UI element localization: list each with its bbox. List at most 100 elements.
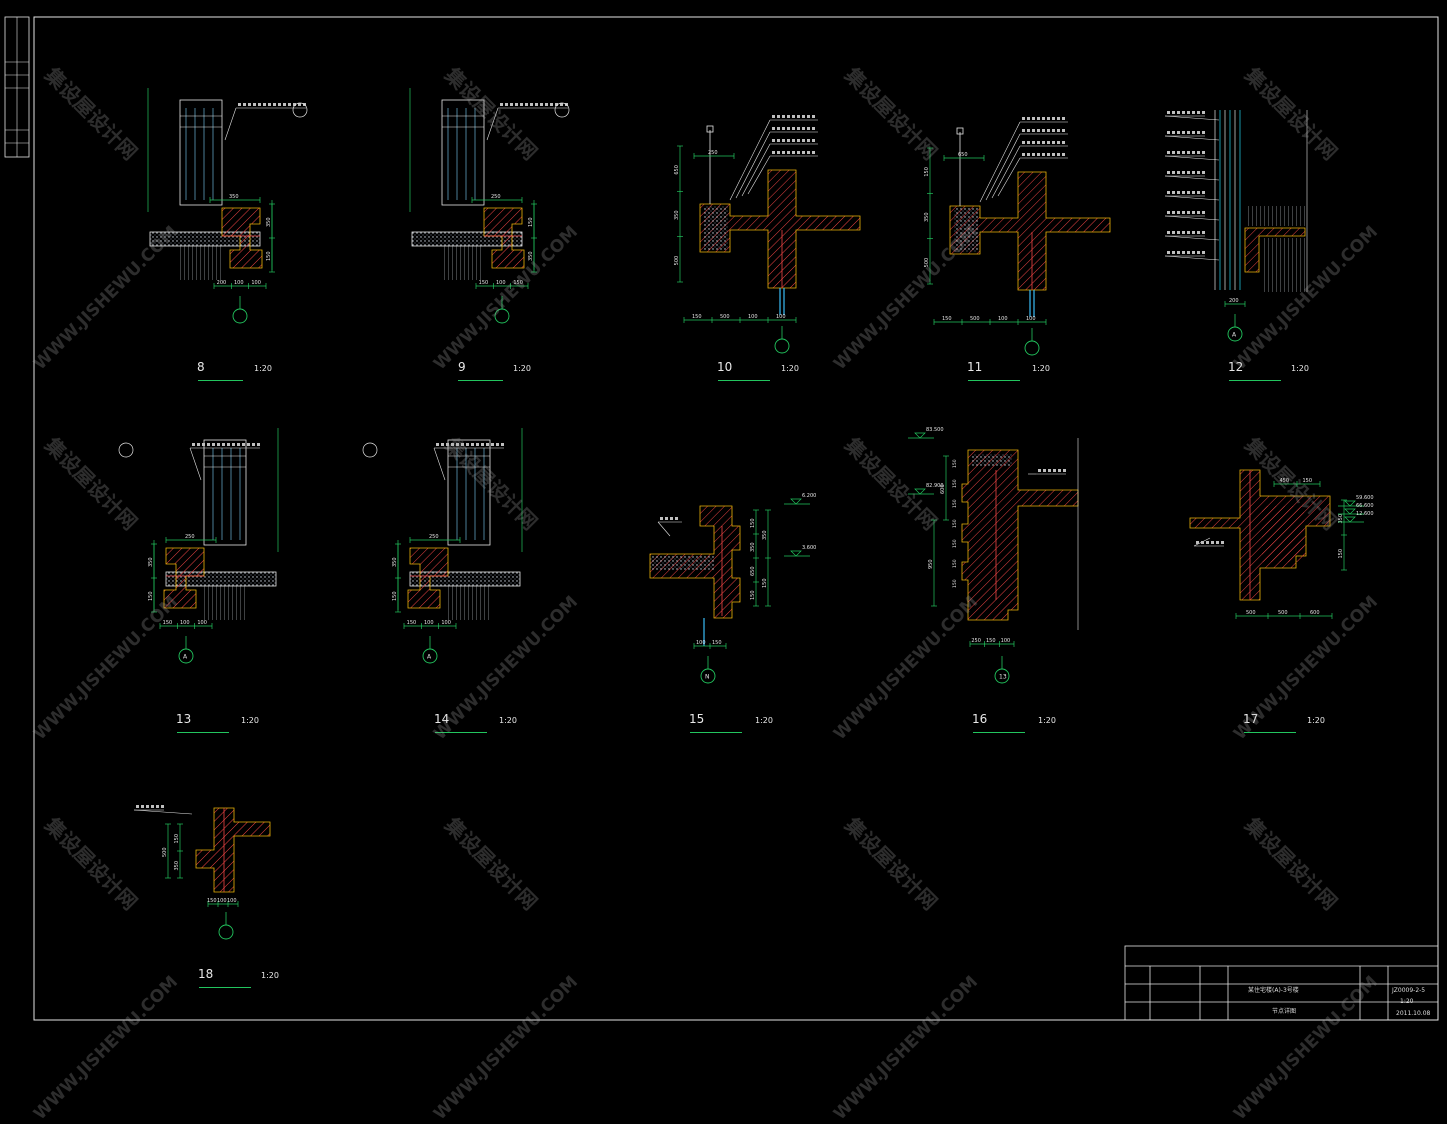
line — [1164, 235, 1220, 241]
detail-number: 11 — [967, 360, 983, 374]
callout-glyph — [505, 103, 508, 106]
callout-glyph — [1172, 251, 1175, 254]
dimension-text: 150 — [952, 579, 958, 588]
callout-glyph — [232, 443, 235, 446]
callout-glyph — [660, 517, 663, 520]
callout-glyph — [1042, 141, 1045, 144]
wall-texture — [448, 586, 490, 620]
elevation-mark — [1344, 508, 1356, 515]
line — [657, 521, 671, 537]
dimension-text: 100 — [197, 620, 207, 626]
callout-glyph — [1167, 131, 1170, 134]
callout-glyph — [1192, 191, 1195, 194]
detail-number: 16 — [972, 712, 988, 726]
callout-glyph — [1172, 171, 1175, 174]
callout-glyph — [1177, 111, 1180, 114]
elevation-text: 59.600 — [1356, 495, 1374, 501]
line — [1164, 255, 1220, 261]
callout-glyph — [792, 139, 795, 142]
sheet-border — [33, 16, 1439, 1021]
callout-glyph — [1043, 469, 1046, 472]
drawing-name: 节点详图 — [1272, 1008, 1297, 1015]
callout-glyph — [283, 103, 286, 106]
callout-glyph — [258, 103, 261, 106]
callout-glyph — [1202, 231, 1205, 234]
dimension-text: 150 — [174, 834, 180, 844]
detail-scale: 1:20 — [1291, 364, 1309, 373]
axis-label: N — [705, 674, 710, 681]
callout-glyph — [1177, 211, 1180, 214]
insulation-fill — [704, 206, 728, 250]
dimension-text: 250 — [185, 534, 195, 540]
elevation-text: 12.600 — [1356, 511, 1374, 517]
callout-glyph — [476, 443, 479, 446]
dimension-text: 650 — [674, 165, 680, 175]
callout-bubble — [292, 102, 308, 118]
line — [1164, 115, 1220, 121]
callout-glyph — [1197, 191, 1200, 194]
title-block-frame — [1124, 945, 1439, 1021]
detail-scale: 1:20 — [1032, 364, 1050, 373]
callout-glyph — [812, 151, 815, 154]
axis-bubble — [994, 668, 1010, 684]
axis-bubble — [1227, 326, 1243, 342]
insulation-fill — [650, 556, 714, 570]
detail-number: 8 — [197, 360, 205, 374]
callout-glyph — [802, 115, 805, 118]
detail-scale: 1:20 — [781, 364, 799, 373]
callout-glyph — [812, 115, 815, 118]
dimension-text: 350 — [148, 557, 154, 567]
callout-glyph — [1202, 251, 1205, 254]
railing-frame — [203, 439, 247, 546]
callout-glyph — [1192, 131, 1195, 134]
dimension-text: 350 — [392, 557, 398, 567]
axis-bubble — [494, 308, 510, 324]
callout-glyph — [1167, 171, 1170, 174]
dimension-text: 350 — [762, 530, 768, 540]
dimension-text: 150 — [266, 251, 272, 261]
detail-underline — [177, 732, 229, 733]
detail-number: 9 — [458, 360, 466, 374]
callout-glyph — [1057, 129, 1060, 132]
callout-glyph — [501, 443, 504, 446]
callout-glyph — [1182, 111, 1185, 114]
detail-number: 17 — [1243, 712, 1259, 726]
axis-label: A — [1232, 332, 1237, 339]
dimension-text: 500 — [970, 316, 980, 322]
callout-glyph — [1032, 117, 1035, 120]
callout-glyph — [1187, 191, 1190, 194]
dimension-text: 350 — [674, 210, 680, 220]
axis-bubble — [1024, 340, 1040, 356]
callout-glyph — [500, 103, 503, 106]
callout-glyph — [1172, 111, 1175, 114]
callout-glyph — [1197, 111, 1200, 114]
callout-glyph — [1177, 171, 1180, 174]
line — [985, 133, 1021, 201]
callout-glyph — [787, 151, 790, 154]
callout-glyph — [471, 443, 474, 446]
callout-glyph — [496, 443, 499, 446]
core-section — [1262, 506, 1304, 562]
elevation-text: 3.600 — [802, 545, 816, 551]
callout-glyph — [1182, 211, 1185, 214]
dimension-text: 600 — [940, 484, 946, 494]
callout-glyph — [1187, 171, 1190, 174]
callout-glyph — [446, 443, 449, 446]
callout-glyph — [238, 103, 241, 106]
callout-glyph — [151, 805, 154, 808]
callout-glyph — [146, 805, 149, 808]
callout-glyph — [1201, 541, 1204, 544]
callout-glyph — [1057, 117, 1060, 120]
dimension-text: 150 — [952, 539, 958, 548]
callout-glyph — [1052, 129, 1055, 132]
detail-number: 10 — [717, 360, 733, 374]
callout-glyph — [782, 139, 785, 142]
callout-glyph — [1062, 117, 1065, 120]
detail-scale: 1:20 — [513, 364, 531, 373]
elevation-text: 83.500 — [926, 427, 944, 433]
callout-glyph — [1187, 111, 1190, 114]
cornice-section — [195, 807, 271, 893]
dimension-text: 150 — [528, 217, 534, 227]
